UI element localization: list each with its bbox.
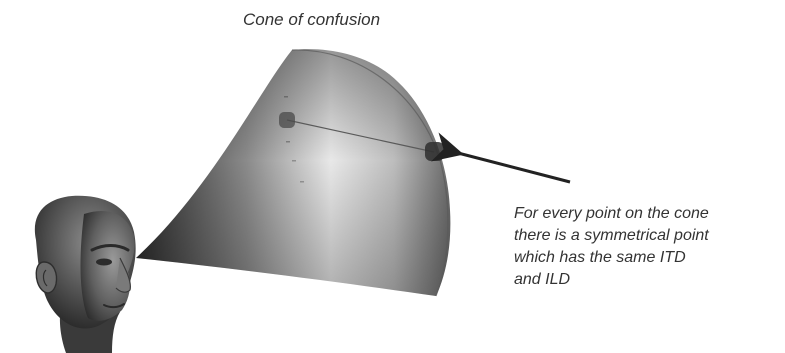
point-marker-far — [425, 142, 444, 161]
tick-mark — [286, 141, 290, 143]
point-marker-near — [279, 112, 295, 128]
cone-shape — [136, 49, 450, 296]
tick-mark — [292, 160, 296, 162]
arrow-icon — [458, 153, 570, 182]
head-icon — [35, 196, 136, 353]
caption-line: For every point on the cone — [514, 203, 782, 225]
caption-line: there is a symmetrical point — [514, 225, 782, 247]
diagram-title: Cone of confusion — [243, 10, 380, 30]
caption-line: which has the same ITD — [514, 247, 782, 269]
tick-mark — [284, 96, 288, 98]
caption-line: and ILD — [514, 269, 782, 291]
tick-mark — [300, 181, 304, 183]
caption-text: For every point on the cone there is a s… — [514, 203, 782, 291]
